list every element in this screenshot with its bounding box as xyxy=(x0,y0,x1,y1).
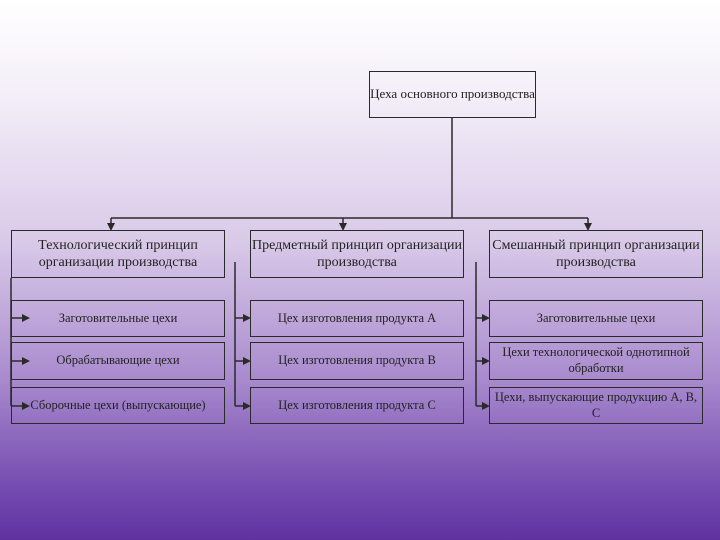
principle-title: Смешанный принцип организации производст… xyxy=(492,237,700,271)
root-label: Цеха основного производства xyxy=(370,86,535,102)
workshop-label: Цех изготовления продукта В xyxy=(278,353,436,368)
workshop-node: Заготовительные цехи xyxy=(489,300,703,337)
root-node: Цеха основного производства xyxy=(369,71,536,118)
workshop-node: Обрабатывающие цехи xyxy=(11,342,225,380)
workshop-label: Цех изготовления продукта А xyxy=(277,310,437,325)
principle-mixed: Смешанный принцип организации производст… xyxy=(489,230,703,278)
workshop-node: Цех изготовления продукта В xyxy=(250,342,464,380)
principle-title: Технологический принцип организации прои… xyxy=(38,237,198,271)
workshop-label: Цехи, выпускающие продукцию А, В, С xyxy=(494,389,698,420)
workshop-node: Цех изготовления продукта С xyxy=(250,387,464,424)
workshop-node: Цехи, выпускающие продукцию А, В, С xyxy=(489,387,703,424)
principle-title: Предметный принцип организации производс… xyxy=(252,237,462,271)
workshop-node: Сборочные цехи (выпускающие) xyxy=(11,387,225,424)
workshop-node: Цехи технологической однотипной обработк… xyxy=(489,342,703,380)
workshop-label: Цех изготовления продукта С xyxy=(278,397,436,412)
principle-subject: Предметный принцип организации производс… xyxy=(250,230,464,278)
workshop-label: Заготовительные цехи xyxy=(58,310,178,325)
workshop-label: Обрабатывающие цехи xyxy=(56,353,180,368)
workshop-node: Заготовительные цехи xyxy=(11,300,225,337)
workshop-node: Цех изготовления продукта А xyxy=(250,300,464,337)
principle-technological: Технологический принцип организации прои… xyxy=(11,230,225,278)
workshop-label: Заготовительные цехи xyxy=(536,310,656,325)
workshop-label: Цехи технологической однотипной обработк… xyxy=(502,345,690,375)
workshop-label: Сборочные цехи (выпускающие) xyxy=(30,397,206,412)
